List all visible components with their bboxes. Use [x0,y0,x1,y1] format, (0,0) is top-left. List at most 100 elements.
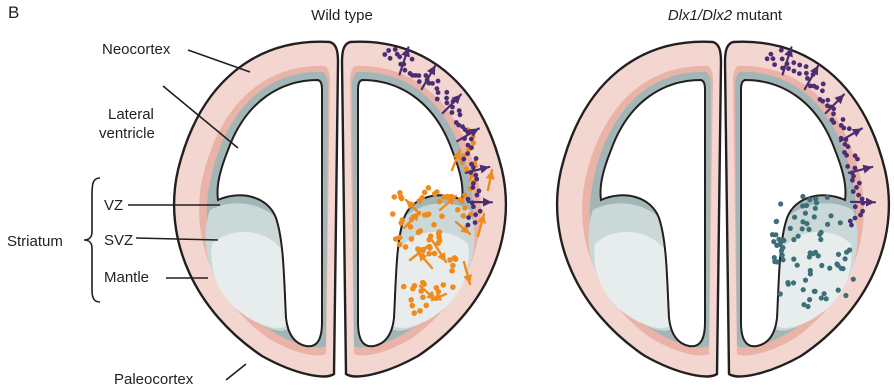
migrating-cell [797,71,802,76]
migrating-cell [474,156,479,161]
accumulated-cell [795,263,800,268]
accumulated-cell [779,239,784,244]
interneuron-cell [432,251,438,257]
interneuron-cell [450,284,456,290]
accumulated-cell [788,226,793,231]
accumulated-cell [813,289,818,294]
migrating-cell [471,185,476,190]
accumulated-cell [819,295,824,300]
migrating-cell [804,71,809,76]
migrating-cell [820,99,825,104]
interneuron-cell [392,194,398,200]
accumulated-cell [806,227,811,232]
accumulated-cell [773,232,778,237]
migrating-cell [450,110,455,115]
interneuron-cell [432,191,438,197]
accumulated-cell [843,293,848,298]
accumulated-cell [774,219,779,224]
migrating-cell [436,79,441,84]
accumulated-cell [800,226,805,231]
migrating-cell [386,48,391,53]
migrating-cell [860,197,865,202]
accumulated-cell [807,197,812,202]
interneuron-cell [439,214,445,220]
migrating-cell [469,145,474,150]
accumulated-cell [791,280,796,285]
interneuron-cell [420,295,426,301]
interneuron-cell [397,242,403,248]
interneuron-cell [416,230,422,236]
accumulated-cell [780,253,785,258]
interneuron-cell [462,192,467,197]
migrating-cell [853,216,858,221]
accumulated-cell [785,280,790,285]
interneuron-cell [437,199,443,205]
migrating-cell [792,69,797,74]
migrating-cell [831,120,836,125]
accumulated-cell [775,259,780,264]
accumulated-cell [834,261,839,266]
interneuron-cell [408,297,414,303]
migrating-cell [444,96,449,101]
migrating-cell [844,153,849,158]
label-svz: SVZ [104,232,133,249]
migrating-cell [393,47,398,52]
interneuron-cell [441,282,447,288]
interneuron-cell [422,190,428,196]
migrating-cell [388,56,393,61]
migrating-cell [856,193,861,198]
accumulated-cell [822,291,827,296]
interneuron-cell [401,284,407,290]
migrating-cell [466,197,471,202]
migrating-cell [469,137,474,142]
accumulated-cell [818,237,823,242]
accumulated-cell [791,237,796,242]
interneuron-cell [450,263,456,269]
interneuron-cell [412,310,418,316]
accumulated-cell [796,234,801,239]
accumulated-cell [800,194,805,199]
accumulated-cell [801,302,806,307]
accumulated-cell [807,297,812,302]
interneuron-cell [397,190,403,196]
migrating-cell [417,79,422,84]
migrating-cell [458,112,463,117]
interneuron-cell [428,233,434,239]
accumulated-cell [851,277,856,282]
interneuron-cell [459,199,464,204]
accumulated-cell [779,248,784,253]
interneuron-cell [400,217,406,223]
interneuron-cell [437,229,443,235]
migrating-cell [820,88,825,93]
interneuron-cell [455,207,461,213]
accumulated-cell [812,214,817,219]
interneuron-cell [409,236,415,242]
migrating-cell [466,223,471,228]
wild-type-right-hemisphere [342,42,506,377]
label-vz: VZ [104,197,123,214]
migrating-cell [436,90,441,95]
migrating-cell [403,68,408,73]
interneuron-cell [424,212,430,218]
migrating-cell [821,82,826,87]
migrating-cell [475,193,480,198]
accumulated-cell [836,252,841,257]
accumulated-cell [819,230,824,235]
title-mutant: Dlx1/Dlx2 mutant [668,7,783,24]
migrating-cell [847,126,852,131]
interneuron-cell [426,251,432,257]
migrating-cell [478,209,483,214]
accumulated-cell [778,291,783,296]
migrating-cell [850,178,855,183]
interneuron-cell [410,286,416,292]
accumulated-cell [807,254,812,259]
migrating-cell [477,189,482,194]
migrating-cell [471,204,476,209]
accumulated-cell [838,220,843,225]
accumulated-cell [778,201,783,206]
migrating-cell [846,144,851,149]
accumulated-cell [772,255,777,260]
accumulated-cell [804,203,809,208]
